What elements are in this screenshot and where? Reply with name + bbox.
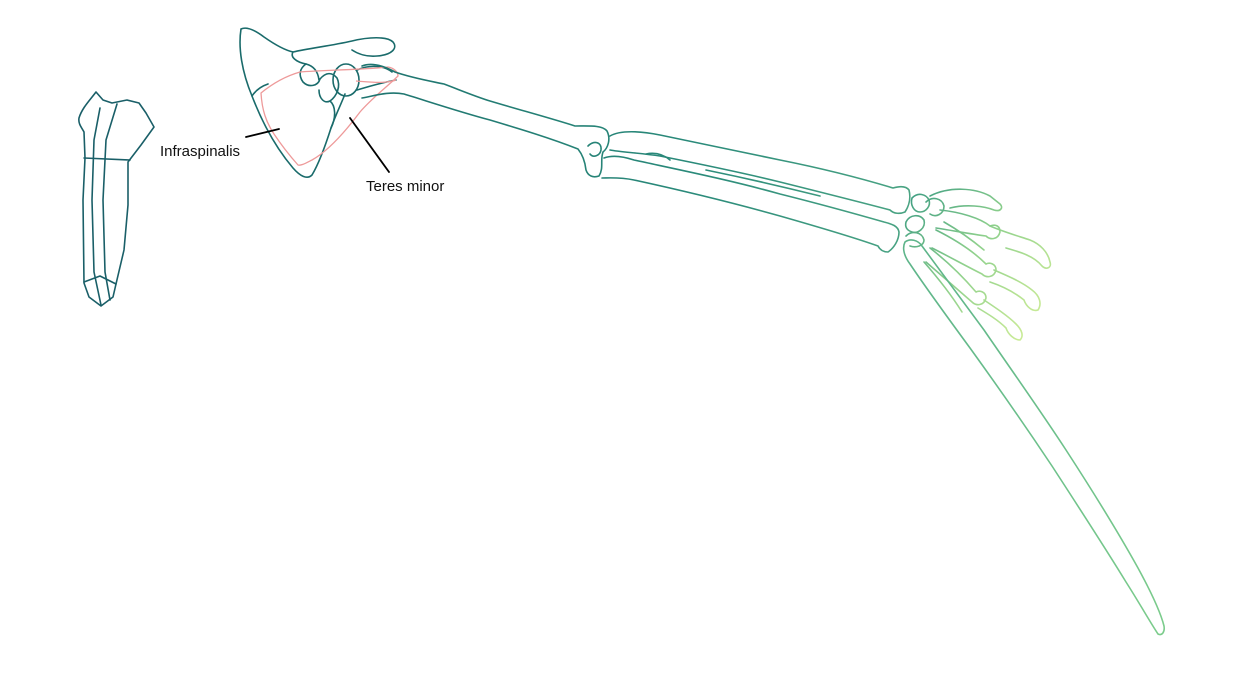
hand-bones — [904, 188, 1052, 341]
infraspinalis-label: Infraspinalis — [160, 143, 240, 160]
long-trailing-bone — [902, 239, 1165, 636]
teres-minor-leader-line — [349, 117, 390, 173]
muscle-outline — [260, 66, 399, 166]
infraspinalis-leader-line — [245, 128, 280, 138]
detached-bone — [78, 91, 155, 307]
forearm-bones — [601, 130, 911, 253]
humerus — [361, 63, 610, 178]
scapula — [239, 27, 397, 178]
teres-minor-label: Teres minor — [366, 178, 444, 195]
